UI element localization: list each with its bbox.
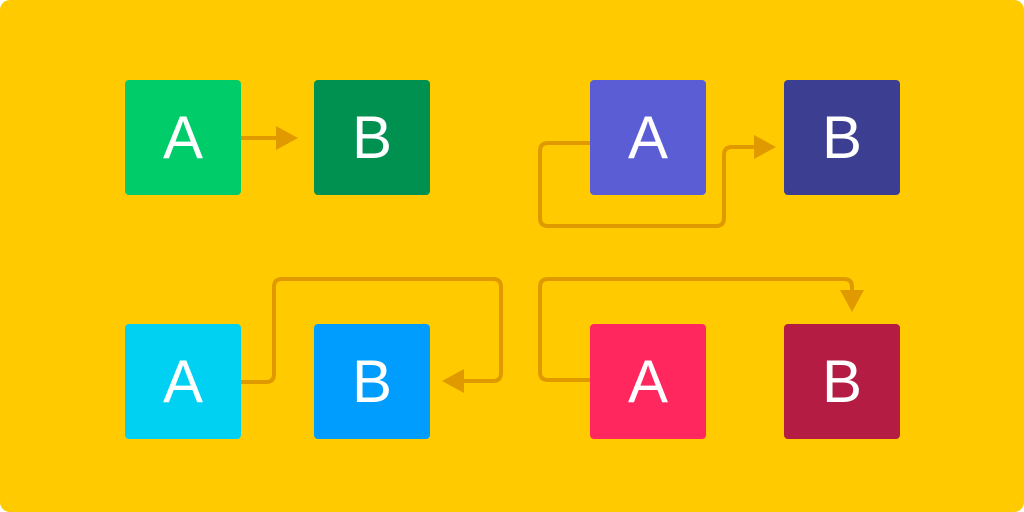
connector-bottom-right <box>538 277 854 382</box>
node-a-bottom-left[interactable]: A <box>125 324 241 439</box>
node-label: B <box>821 348 863 415</box>
node-b-top-left[interactable]: B <box>314 80 430 195</box>
connector-bottom-left <box>241 277 503 384</box>
arrowhead-right-icon <box>276 126 298 150</box>
node-label: B <box>821 104 863 171</box>
node-label: B <box>351 348 393 415</box>
node-label: A <box>627 104 669 171</box>
node-a-top-left[interactable]: A <box>125 80 241 195</box>
arrowhead-down-icon <box>840 290 864 312</box>
node-label: A <box>162 348 204 415</box>
node-b-top-right[interactable]: B <box>784 80 900 195</box>
node-label: B <box>351 104 393 171</box>
node-b-bottom-left[interactable]: B <box>314 324 430 439</box>
node-label: A <box>162 104 204 171</box>
node-a-top-right[interactable]: A <box>590 80 706 195</box>
node-label: A <box>627 348 669 415</box>
connector-top-right <box>538 141 756 228</box>
arrowhead-left-icon <box>442 369 464 393</box>
node-a-bottom-right[interactable]: A <box>590 324 706 439</box>
node-b-bottom-right[interactable]: B <box>784 324 900 439</box>
arrowhead-right-icon <box>754 135 776 159</box>
